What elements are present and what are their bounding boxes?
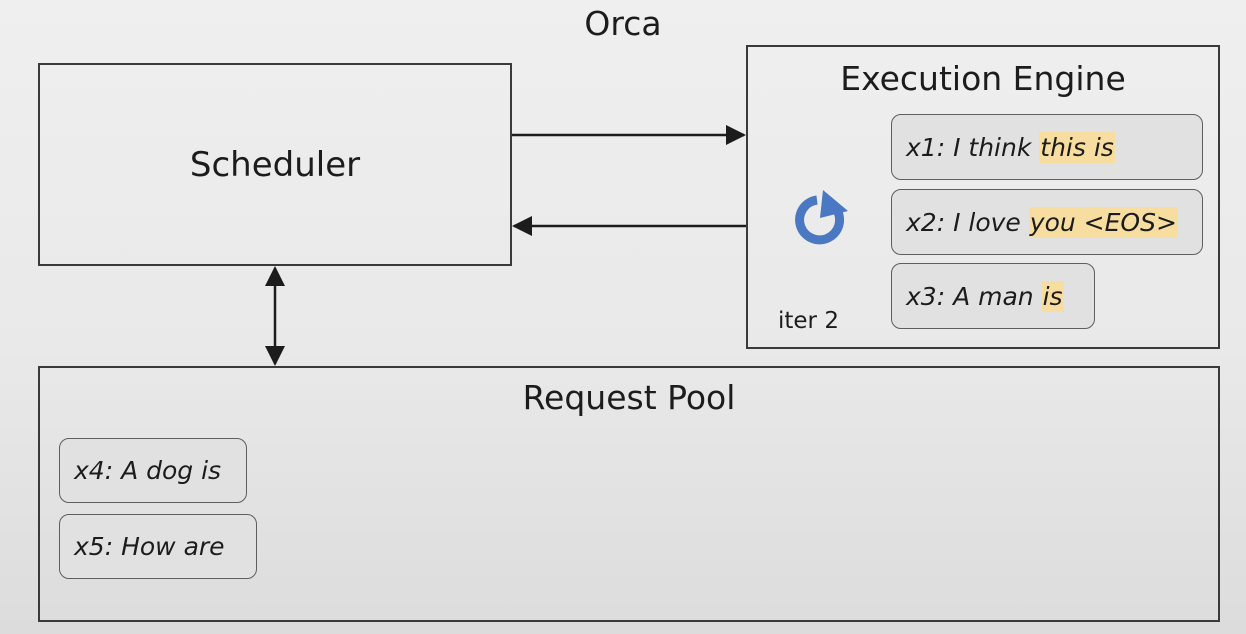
request-prompt: A dog is [121, 456, 222, 485]
request-generated: you <EOS> [1028, 206, 1178, 238]
request-prompt: I love [953, 207, 1021, 237]
request-id: x1: [906, 132, 946, 162]
request-generated: is [1041, 280, 1064, 312]
request-id: x3: [906, 281, 946, 311]
pool-request-x4: x4: A dog is [59, 438, 247, 503]
request-id: x4: [74, 456, 114, 485]
execution-engine-title: Execution Engine [840, 59, 1126, 98]
iteration-label: iter 2 [778, 308, 839, 334]
diagram-title: Orca [584, 4, 662, 43]
request-pool-box: Request Pool [38, 366, 1220, 622]
execution-engine-box: Execution Engine [746, 45, 1220, 349]
engine-request-x2: x2: I love you <EOS> [891, 189, 1203, 255]
scheduler-label: Scheduler [189, 144, 361, 185]
request-prompt: A man [953, 281, 1034, 311]
request-generated: this is [1039, 131, 1115, 163]
refresh-loop-icon [795, 190, 848, 245]
request-prompt: I think [953, 132, 1032, 162]
pool-request-x5: x5: How are [59, 514, 257, 579]
engine-request-x3: x3: A man is [891, 263, 1095, 329]
engine-request-x1: x1: I think this is [891, 114, 1203, 180]
scheduler-box: Scheduler [38, 63, 512, 266]
request-prompt: How are [121, 532, 225, 561]
request-id: x2: [906, 207, 946, 237]
request-id: x5: [74, 532, 114, 561]
request-pool-title: Request Pool [522, 378, 736, 417]
